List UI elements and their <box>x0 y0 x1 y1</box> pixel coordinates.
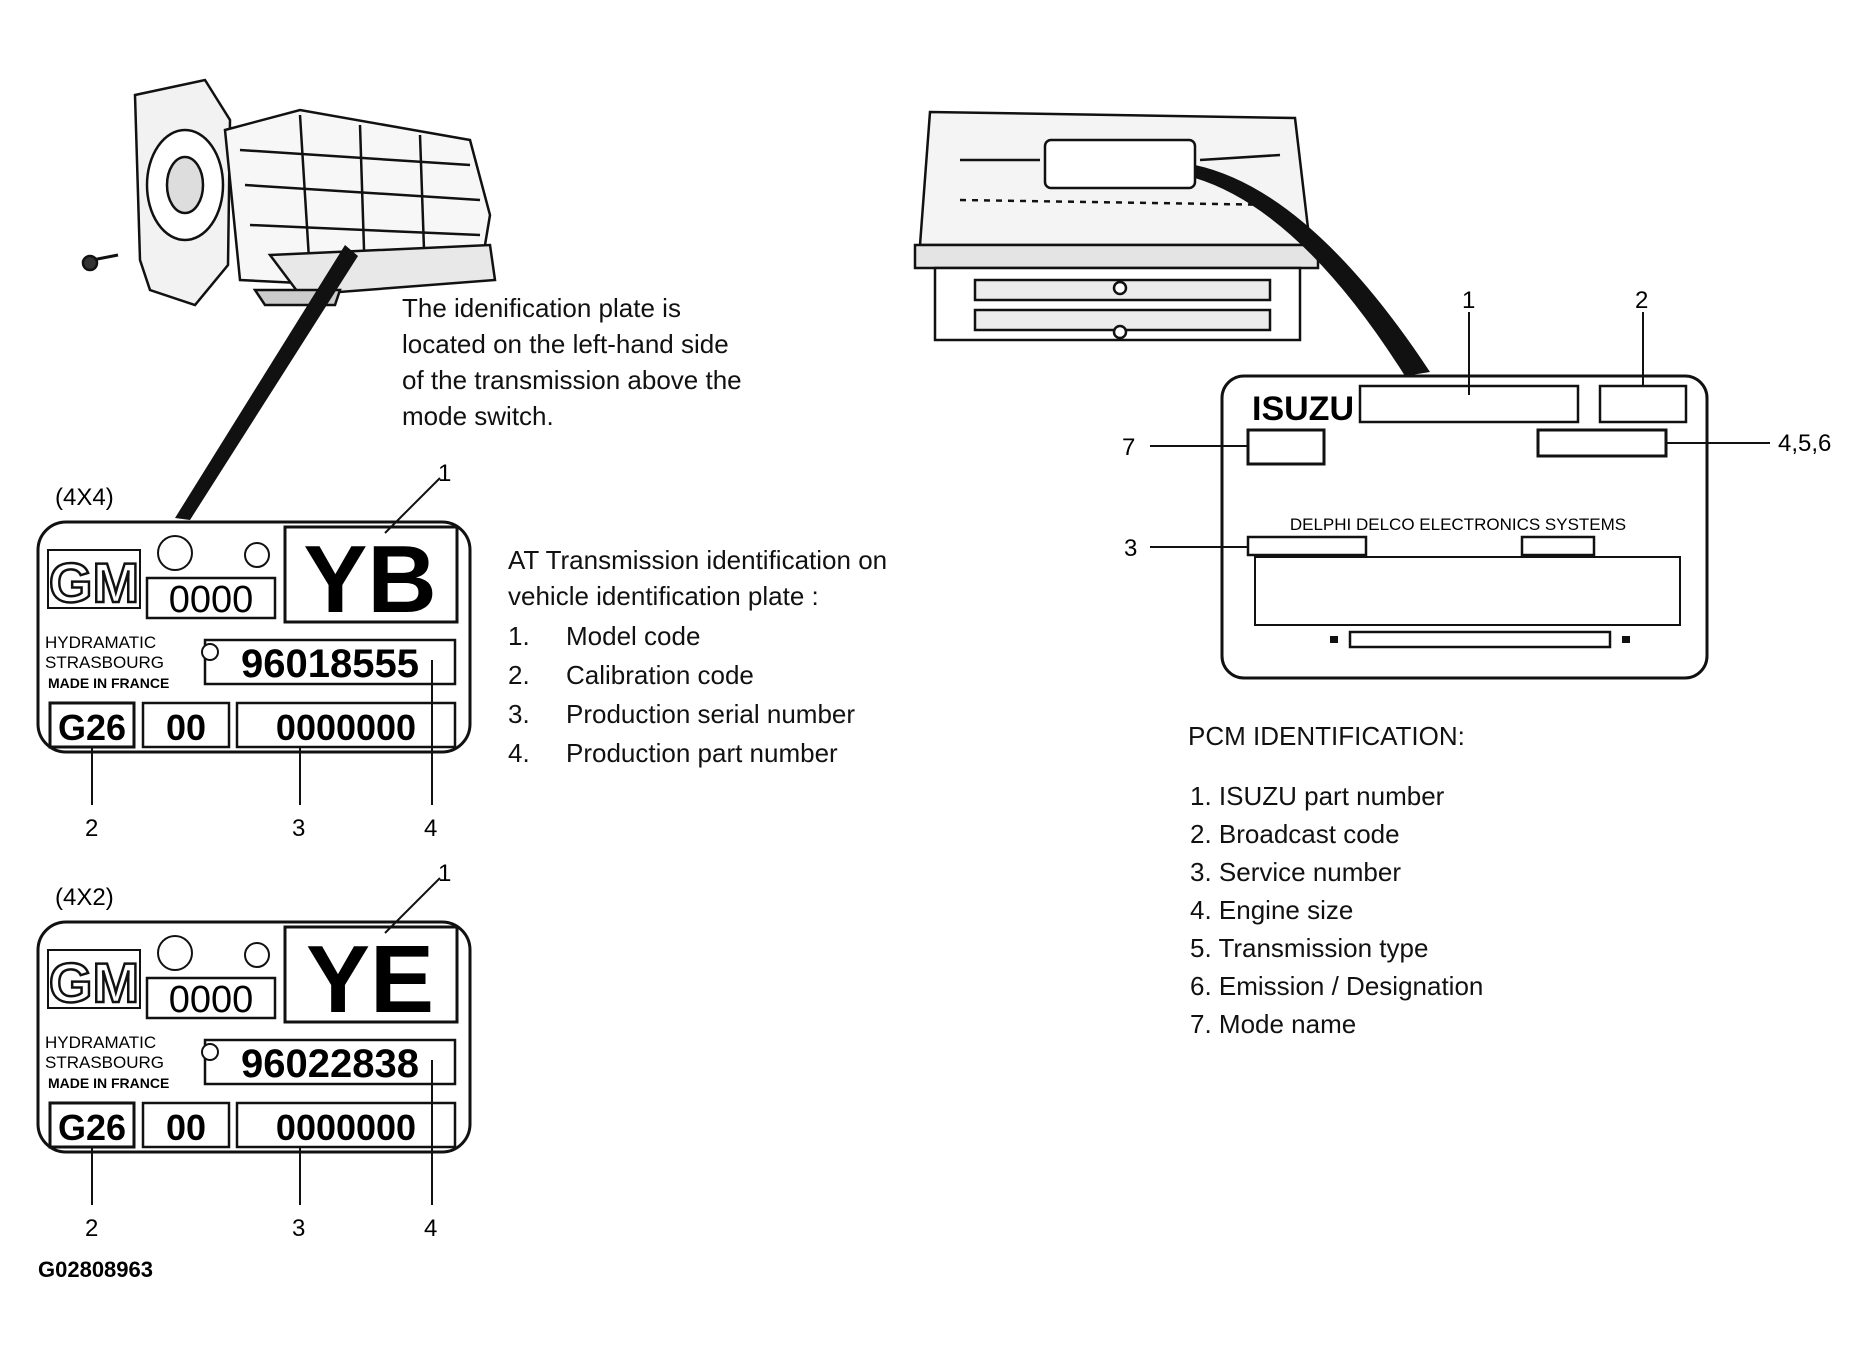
callout-number: 2 <box>1635 287 1648 314</box>
note-line: located on the left-hand side <box>402 329 729 359</box>
plate-variant: (4X4) <box>55 484 114 511</box>
plate-4x2: (4X2) GM 0000 YE HYDRAMATIC STRASBOURG M… <box>36 860 472 1242</box>
list-item: 2. Calibration code <box>508 660 754 690</box>
transmission-illustration <box>81 78 497 307</box>
plate-4x4: (4X4) GM 0000 YB HYDRAMATIC STRASBOURG M… <box>36 460 472 842</box>
callout-number: 1 <box>438 460 451 487</box>
plate-rivet <box>244 542 270 568</box>
list-item: 4. Engine size <box>1190 895 1354 925</box>
pcm-maker: DELPHI DELCO ELECTRONICS SYSTEMS <box>1290 515 1626 534</box>
callout-number: 1 <box>438 860 451 887</box>
maker-line: MADE IN FRANCE <box>48 1075 169 1091</box>
model-code: YE <box>306 926 434 1033</box>
calibration-code: 00 <box>166 1107 206 1148</box>
callout-number: 4 <box>424 815 437 842</box>
transmission-leader <box>175 245 358 520</box>
pcm-identification: 1. ISUZU part number 2. Broadcast code 3… <box>1190 778 1483 1044</box>
gm-logo <box>47 549 141 609</box>
serial-number: 0000000 <box>276 1107 416 1148</box>
maker-line: STRASBOURG <box>45 1053 164 1072</box>
maker-line: MADE IN FRANCE <box>48 675 169 691</box>
model-code: YB <box>303 526 436 633</box>
at-identification: AT Transmission identification on vehicl… <box>508 542 887 774</box>
list-item: 1. Model code <box>508 621 701 651</box>
list-item: 4. Production part number <box>508 738 838 768</box>
type-code: G26 <box>58 707 126 748</box>
list-item: 2. Broadcast code <box>1190 819 1400 849</box>
list-item: 3. Production serial number <box>508 699 856 729</box>
callout-number: 4 <box>424 1215 437 1242</box>
part-number: 96022838 <box>241 1042 419 1086</box>
gm-logo-text: GM <box>49 551 139 614</box>
list-item: 5. Transmission type <box>1190 933 1429 963</box>
list-item: 3. Service number <box>1190 857 1401 887</box>
gm-logo <box>47 949 141 1009</box>
at-heading-line: AT Transmission identification on <box>508 545 888 575</box>
maker-line: STRASBOURG <box>45 653 164 672</box>
callout-number: 3 <box>292 815 305 842</box>
note-line: The idenification plate is <box>402 293 681 323</box>
list-item: 7. Mode name <box>1190 1009 1357 1039</box>
plate-counter: 0000 <box>169 979 254 1021</box>
callout-number: 4,5,6 <box>1778 430 1831 457</box>
gm-logo-text: GM <box>49 951 139 1014</box>
pcm-module-illustration <box>913 110 1320 342</box>
pcm-leader <box>1195 165 1430 376</box>
plate-rivet <box>244 942 270 968</box>
callout-number: 7 <box>1122 434 1135 461</box>
pcm-label: ISUZU DELPHI DELCO ELECTRONICS SYSTEMS 1… <box>1122 287 1831 680</box>
callout-number: 1 <box>1462 287 1475 314</box>
note-line: mode switch. <box>402 401 554 431</box>
plate-rivet <box>157 535 193 571</box>
type-code: G26 <box>58 1107 126 1148</box>
transmission-note: The idenification plate is located on th… <box>402 290 742 434</box>
list-item: 1. ISUZU part number <box>1190 781 1445 811</box>
pcm-brand: ISUZU <box>1252 390 1354 428</box>
plate-rivet <box>157 935 193 971</box>
figure-id: G02808963 <box>38 1257 153 1282</box>
pcm-heading: PCM IDENTIFICATION: <box>1188 721 1465 751</box>
callout-number: 2 <box>85 1215 98 1242</box>
maker-line: HYDRAMATIC <box>45 1033 156 1052</box>
calibration-code: 00 <box>166 707 206 748</box>
callout-number: 3 <box>1124 535 1137 562</box>
callout-number: 2 <box>85 815 98 842</box>
serial-number: 0000000 <box>276 707 416 748</box>
at-heading-line: vehicle identification plate : <box>508 581 819 611</box>
callout-number: 3 <box>292 1215 305 1242</box>
plate-variant: (4X2) <box>55 884 114 911</box>
maker-line: HYDRAMATIC <box>45 633 156 652</box>
plate-counter: 0000 <box>169 579 254 621</box>
list-item: 6. Emission / Designation <box>1190 971 1484 1001</box>
part-number: 96018555 <box>241 642 419 686</box>
note-line: of the transmission above the <box>402 365 742 395</box>
